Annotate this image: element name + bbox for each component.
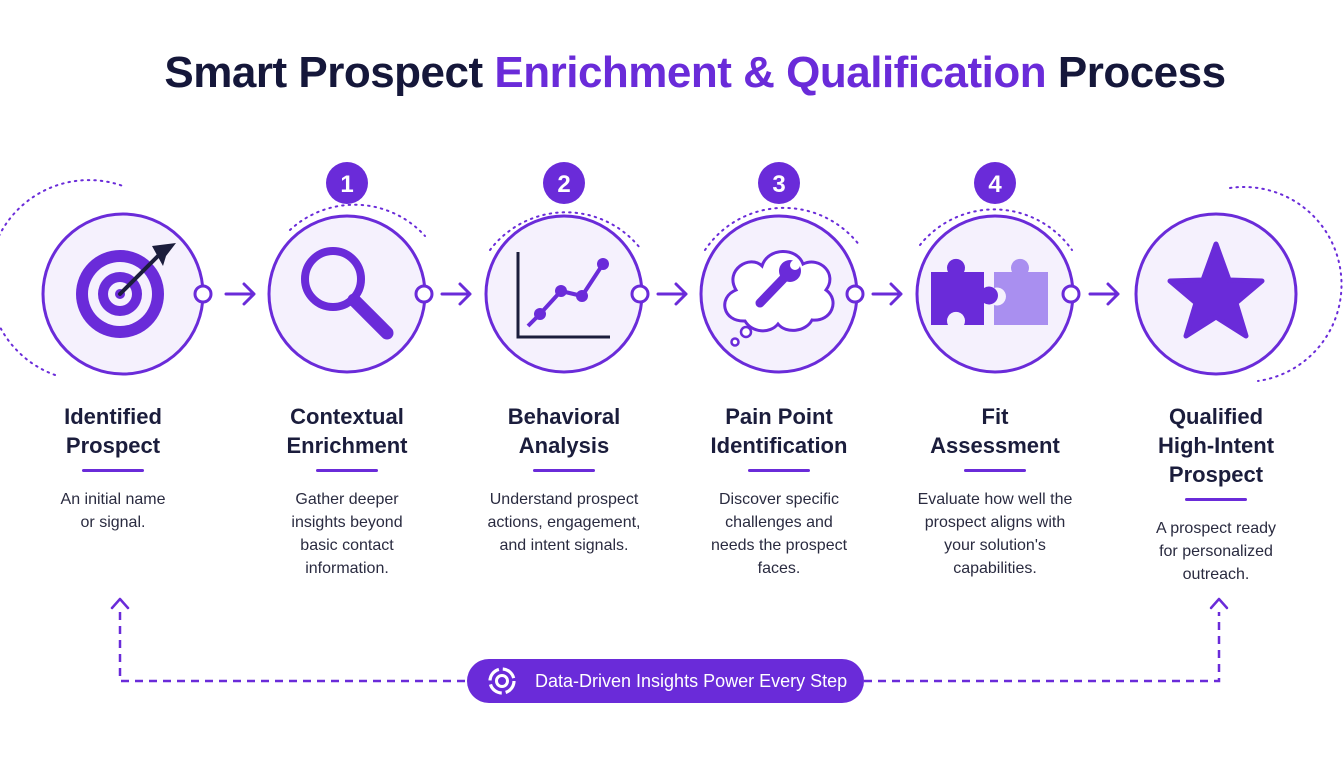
step-title: Fit Assessment bbox=[930, 404, 1060, 458]
connector-3 bbox=[630, 282, 688, 306]
step-description: An initial name or signal. bbox=[60, 491, 166, 531]
step-title: Qualified High-Intent Prospect bbox=[1157, 404, 1275, 487]
title-part-1: Smart Prospect bbox=[164, 48, 483, 97]
step-divider bbox=[316, 469, 378, 472]
step-title: Contextual Enrichment bbox=[286, 404, 408, 458]
footer-banner: Data-Driven Insights Power Every Step bbox=[467, 659, 864, 703]
step-badge-4: 4 bbox=[974, 162, 1016, 204]
connector-2 bbox=[414, 282, 472, 306]
line-chart-icon bbox=[516, 252, 610, 339]
step-5: Qualified High-Intent Prospect A prospec… bbox=[1116, 402, 1316, 586]
connector-1 bbox=[193, 282, 256, 306]
step-description: A prospect ready for personalized outrea… bbox=[1155, 520, 1277, 583]
star-icon bbox=[1167, 241, 1265, 339]
step-title: Behavioral Analysis bbox=[507, 404, 621, 458]
step-divider bbox=[1185, 498, 1247, 501]
magnifier-icon bbox=[301, 247, 394, 340]
loop-arrowhead-right bbox=[1209, 597, 1229, 610]
feedback-loop bbox=[118, 612, 1221, 683]
step-1: Contextual Enrichment Gather deeper insi… bbox=[247, 402, 447, 580]
connector-4 bbox=[845, 282, 903, 306]
step-description: Discover specific challenges and needs t… bbox=[710, 491, 848, 577]
step-description: Gather deeper insights beyond basic cont… bbox=[291, 491, 403, 577]
footer-label: Data-Driven Insights Power Every Step bbox=[535, 670, 848, 691]
page-title: Smart Prospect Enrichment & Qualificatio… bbox=[0, 48, 1344, 98]
svg-text:1: 1 bbox=[340, 171, 353, 198]
step-title: Pain Point Identification bbox=[710, 404, 848, 458]
wrench-thought-icon bbox=[723, 250, 835, 347]
step-description: Understand prospect actions, engagement,… bbox=[487, 491, 641, 554]
step-badge-3: 3 bbox=[758, 162, 800, 204]
target-icon bbox=[76, 243, 176, 338]
step-3: Pain Point Identification Discover speci… bbox=[679, 402, 879, 580]
puzzle-icon bbox=[931, 258, 1048, 325]
svg-text:4: 4 bbox=[988, 171, 1002, 198]
step-badge-2: 2 bbox=[543, 162, 585, 204]
loop-arrowhead-left bbox=[110, 597, 130, 610]
step-title: Identified Prospect bbox=[64, 404, 162, 458]
step-0: Identified Prospect An initial name or s… bbox=[13, 402, 213, 534]
step-circle-1 bbox=[267, 214, 427, 374]
step-description: Evaluate how well the prospect aligns wi… bbox=[917, 491, 1073, 577]
decorative-dotted-arcs bbox=[0, 179, 1343, 382]
step-divider bbox=[748, 469, 810, 472]
title-part-3: Process bbox=[1057, 48, 1226, 97]
title-part-2: Enrichment & Qualification bbox=[494, 48, 1047, 97]
step-divider bbox=[964, 469, 1026, 472]
step-divider bbox=[82, 469, 144, 472]
data-insights-icon bbox=[488, 667, 516, 695]
step-divider bbox=[533, 469, 595, 472]
connector-5 bbox=[1061, 282, 1120, 306]
svg-text:2: 2 bbox=[557, 171, 570, 198]
step-2: Behavioral Analysis Understand prospect … bbox=[464, 402, 664, 557]
svg-text:3: 3 bbox=[772, 171, 785, 198]
step-4: Fit Assessment Evaluate how well the pro… bbox=[895, 402, 1095, 580]
step-badge-1: 1 bbox=[326, 162, 368, 204]
